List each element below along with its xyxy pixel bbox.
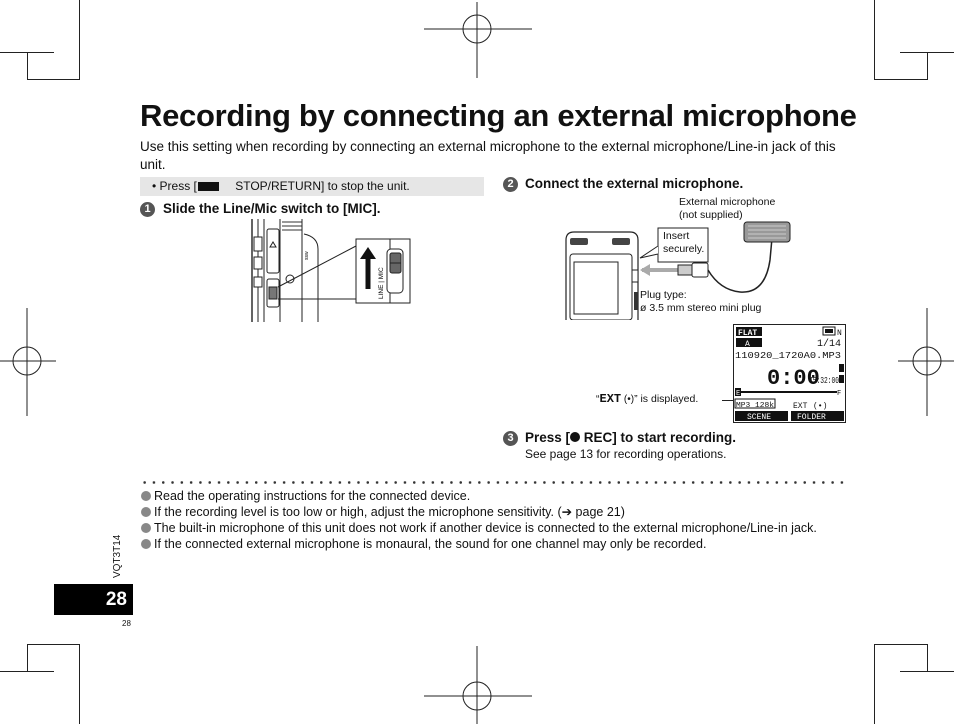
mic-icon: (•) [621,394,635,405]
lcd-e: E [736,390,740,398]
step-1-title: Slide the Line/Mic switch to [MIC]. [163,201,381,216]
crop-mark [874,79,928,80]
stop-square-icon [197,182,219,191]
registration-mark-right [898,308,954,416]
registration-mark-left [0,308,56,416]
step-3-title: Press [ REC] to start recording. [525,430,736,445]
step-3-title-suffix: REC] to start recording. [580,430,737,445]
crop-mark [874,644,928,645]
step-3-number: 3 [503,431,518,446]
registration-mark-bottom [424,646,532,724]
svg-text:(•): (•) [813,402,827,411]
crop-mark [874,0,875,80]
ext-displayed-label: “EXT (•)” is displayed. [596,393,698,406]
plug-type-line1: Plug type: [640,289,687,301]
notes-list: Read the operating instructions for the … [140,488,840,552]
step-3-title-prefix: Press [ [525,430,571,445]
lcd-f: F [837,390,841,398]
note-item: The built-in microphone of this unit doe… [140,520,840,536]
page-title: Recording by connecting an external micr… [140,98,857,133]
lcd-format: MP3 128k [736,402,774,410]
ext-pointer-line [722,400,734,401]
ext-mic-label: External microphone (not supplied) [679,196,775,222]
document-code: VQT3T14 [112,534,123,578]
crop-mark [79,644,80,724]
step-2-number: 2 [503,177,518,192]
ext-mic-label-line1: External microphone [679,196,776,208]
registration-mark-top [424,2,532,78]
ext-mic-label-line2: (not supplied) [679,209,743,221]
crop-mark [927,644,928,672]
crop-mark [874,644,875,724]
insert-callout-line2: securely. [663,243,705,255]
lcd-time: 0:00 [767,366,820,391]
crop-mark [27,79,79,80]
crop-mark [27,644,28,672]
switch-label: LINE | MIC [378,267,385,299]
note-item: If the connected external microphone is … [140,536,840,552]
lcd-a: A [745,340,750,349]
intro-text: Use this setting when recording by conne… [140,139,836,172]
footer-page-number: 28 [122,619,131,628]
note-item: Read the operating instructions for the … [140,488,840,504]
dotted-divider [140,481,848,484]
ext-displayed-suffix: ” is displayed. [634,393,699,405]
insert-callout: Insert securely. [663,230,704,256]
crop-mark [927,52,928,80]
lcd-scene: SCENE [747,413,771,422]
plug-type-label: Plug type: ø 3.5 mm stereo mini plug [640,289,761,315]
crop-mark [27,52,28,80]
svg-text:ssw: ssw [304,251,310,260]
lcd-file: 110920_1720A0.MP3 [735,350,841,361]
lcd-n: N [837,329,842,338]
lcd-count: 1/14 [817,338,841,350]
stop-note-suffix: STOP/RETURN] to stop the unit. [231,179,410,193]
lcd-folder: FOLDER [797,413,826,422]
stop-note-prefix: • Press [ [152,179,197,193]
crop-mark [79,0,80,80]
external-mic-connection-illustration [565,221,791,320]
plug-type-line2: ø 3.5 mm stereo mini plug [640,302,762,314]
lcd-flat: FLAT [738,329,757,338]
step-3-subtitle: See page 13 for recording operations. [525,447,727,461]
rec-dot-icon [570,432,581,442]
insert-callout-line1: Insert [663,230,690,242]
step-1-number: 1 [140,202,155,217]
ext-displayed-open-quote: “ [596,393,600,405]
lcd-display: FLAT N A 1/14 110920_1720A0.MP3 0:00 45:… [733,324,846,423]
stop-note: • Press [ STOP/RETURN] to stop the unit. [140,177,484,196]
note-item: If the recording level is too low or hig… [140,504,840,520]
lcd-total: 45:32:00 [809,376,839,386]
lcd-ext: EXT [793,402,808,411]
step-2-title: Connect the external microphone. [525,176,744,191]
page-number-box: 28 [54,584,133,615]
crop-mark [27,644,79,645]
line-mic-switch-illustration: ssw LINE | MIC [251,219,411,322]
ext-displayed-ext: EXT [599,392,622,406]
